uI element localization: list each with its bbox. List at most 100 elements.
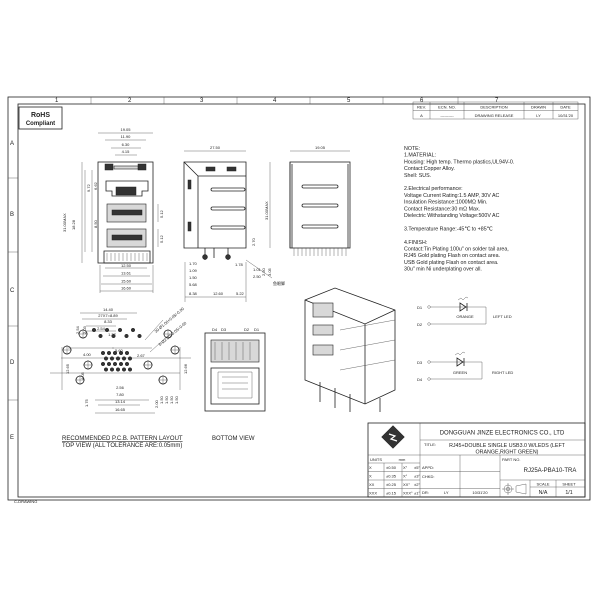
dimension-label: 12.60 bbox=[213, 291, 224, 296]
column-label: 7 bbox=[495, 98, 499, 104]
pin-label: D3 bbox=[221, 327, 227, 332]
pcb-pin-hole bbox=[111, 333, 116, 339]
drawn-cell: LY bbox=[536, 113, 541, 118]
dimension-label: 14.40 bbox=[103, 307, 114, 312]
dimension-label: 1.50 bbox=[189, 275, 198, 280]
dimension-label: 6.62 bbox=[93, 181, 98, 190]
dimension-label: 15.60 bbox=[121, 279, 132, 284]
front-view: 19.05 11.90 6.30 4.15 9.72 6.62 31.00MAX… bbox=[62, 127, 164, 293]
ecn-header: ECN. NO. bbox=[438, 105, 456, 110]
dimension-label: 2.50 bbox=[261, 267, 266, 276]
pcb-pin-hole bbox=[124, 333, 129, 339]
pin-label: D2 bbox=[244, 327, 250, 332]
company-logo bbox=[381, 425, 405, 449]
pcb-pin-hole bbox=[121, 367, 127, 372]
pcb-pin-hole bbox=[124, 361, 130, 367]
rohs-text: RoHS bbox=[31, 112, 50, 119]
tolerance-cell: ±1° bbox=[414, 491, 420, 496]
dimension-label: 7.80 bbox=[116, 392, 125, 397]
pcb-pin-hole bbox=[103, 367, 109, 372]
dimension-label: 2.54 bbox=[97, 326, 106, 331]
left-led-circuit: D1 D2 ORANGE LEFT LED bbox=[417, 296, 512, 327]
tolerance-cell: XXX bbox=[369, 491, 377, 496]
pcb-pin-hole bbox=[106, 361, 112, 367]
pcb-pin-hole bbox=[130, 327, 136, 333]
dimension-label: 27X7=8.89 bbox=[98, 313, 118, 318]
dimension-label: 2.54 bbox=[75, 325, 80, 334]
part-number: RJ25A-PBA10-TRA bbox=[524, 468, 577, 474]
hole-crosshair bbox=[62, 345, 72, 355]
pcb-pin-hole bbox=[112, 350, 118, 356]
bottom-view: D4 D3 D2 D1 BOTTOM VIEW bbox=[204, 327, 266, 442]
rohs-text: Compliant bbox=[26, 121, 55, 127]
dr-value: LY bbox=[444, 490, 449, 495]
description-cell: DRAWING RELEASE bbox=[475, 113, 514, 118]
column-label: 6 bbox=[420, 98, 424, 104]
part-no-label: PART NO. bbox=[502, 457, 520, 462]
note-line: 3.Temperature Range:-45℃ to +85℃ bbox=[404, 226, 493, 232]
dimension-label: 18.28 bbox=[71, 219, 76, 230]
dimension-label: 2.70 bbox=[251, 237, 256, 246]
pcb-layout-caption: RECOMMENDED P.C.B. PATTERN LAYOUT bbox=[62, 436, 183, 442]
dimension-label: 31.00MAX bbox=[264, 201, 269, 220]
right-view: 19.05 bbox=[289, 145, 351, 256]
note-line: Contact Resistance:30 mΩ Max. bbox=[404, 206, 480, 212]
column-label: 1 bbox=[55, 98, 59, 104]
dimension-label: 1.75 bbox=[84, 398, 89, 407]
tolerance-cell: X° bbox=[403, 465, 408, 470]
tolerance-cell: X bbox=[369, 465, 372, 470]
pcb-pin-hole bbox=[112, 361, 118, 367]
dimension-label: 1.50 bbox=[164, 395, 169, 404]
tolerance-cell: XXX° bbox=[403, 491, 413, 496]
dimension-label: 31.00MAX bbox=[62, 213, 67, 232]
units-value: mm bbox=[399, 457, 406, 462]
pcb-pin-hole bbox=[115, 356, 121, 361]
tolerance-cell: ±2° bbox=[414, 482, 420, 487]
row-label: D bbox=[10, 360, 15, 366]
hole-crosshair bbox=[158, 375, 168, 385]
tolerance-cell: XX° bbox=[403, 482, 410, 487]
tolerance-cell: ±5° bbox=[414, 465, 420, 470]
led-label: LEFT LED bbox=[493, 314, 512, 319]
pcb-pin-hole bbox=[106, 350, 112, 356]
hole-crosshair bbox=[78, 329, 88, 339]
pcb-pin-hole bbox=[127, 367, 133, 372]
column-label: 4 bbox=[273, 98, 277, 104]
note-line: Shell: SUS. bbox=[404, 173, 431, 179]
note-line: Insulation Resistance:1000MΩ Min. bbox=[404, 200, 487, 206]
hole-crosshair bbox=[143, 360, 153, 370]
row-label: A bbox=[10, 141, 14, 147]
column-label: 3 bbox=[200, 98, 204, 104]
right-led-circuit: D3 D4 GREEN RIGHT LED bbox=[417, 351, 513, 382]
note-line: 30u" min Ni underplating over all. bbox=[404, 267, 482, 273]
hole-crosshair bbox=[83, 360, 93, 370]
dimension-label: 12.65 bbox=[65, 363, 70, 374]
dimension-label: 19.05 bbox=[315, 145, 326, 150]
dimension-label: 9.72 bbox=[86, 183, 91, 192]
dimension-label: 5.22 bbox=[236, 291, 245, 296]
row-label: C bbox=[10, 288, 15, 294]
note-line: Contact:Copper Alloy. bbox=[404, 166, 455, 172]
chkd-label: CHKD: bbox=[422, 474, 434, 479]
pin-label: D2 bbox=[417, 322, 423, 327]
dimension-label: 1.78 bbox=[235, 262, 244, 267]
bottom-view-caption: BOTTOM VIEW bbox=[212, 436, 255, 442]
dimension-label: 2.03 bbox=[82, 325, 87, 334]
note-line: Housing: High temp. Thermo plastics,UL94… bbox=[404, 159, 514, 165]
hole-crosshair bbox=[75, 375, 85, 385]
note-line: USB Gold plating Flash on contact area. bbox=[404, 260, 499, 266]
column-label: 5 bbox=[347, 98, 351, 104]
tolerance-cell: ±0.15 bbox=[386, 491, 397, 496]
dimension-label: 5.12 bbox=[159, 234, 164, 243]
pcb-pin-hole bbox=[100, 350, 106, 356]
dimension-label: 19.05 bbox=[120, 127, 131, 132]
dimension-label: 13.61 bbox=[121, 271, 132, 276]
row-label: E bbox=[10, 435, 14, 441]
pcb-pin-hole bbox=[109, 367, 115, 372]
title-block: DONGGUAN JINZE ELECTRONICS CO., LTD TITL… bbox=[367, 422, 586, 498]
pcb-pin-hole bbox=[91, 327, 97, 333]
pcb-pin-hole bbox=[115, 367, 121, 372]
ecn-cell: ---------- bbox=[440, 113, 454, 118]
rev-cell: A bbox=[420, 113, 423, 118]
